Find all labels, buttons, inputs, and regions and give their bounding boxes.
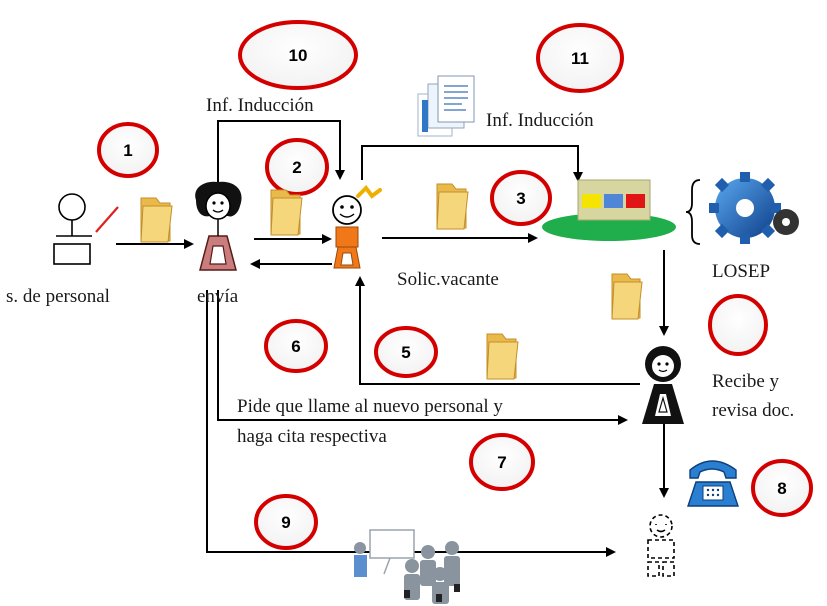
label-pide-line2: haga cita respectiva — [237, 426, 387, 447]
step-number: 5 — [401, 343, 410, 362]
step-ring-9: 9 — [254, 494, 318, 550]
gear-icon — [685, 172, 799, 245]
folder-icon — [436, 183, 469, 230]
documents-icon — [417, 75, 475, 137]
arrow-inf-induccion-11 — [361, 145, 583, 182]
woman-icon — [195, 181, 242, 271]
step-ring-8: 8 — [751, 459, 813, 517]
step-number: 1 — [123, 141, 132, 160]
arrow-officer-to-worker-5 — [355, 276, 640, 385]
officer-icon — [642, 346, 684, 424]
step-number: 3 — [516, 189, 525, 208]
label-recibe-line1: Recibe y — [712, 371, 780, 392]
label-solic-vacante: Solic.vacante — [397, 269, 499, 290]
folder-icon — [140, 197, 173, 243]
phone-icon — [687, 460, 739, 507]
step-ring-2: 2 — [265, 138, 329, 196]
step-number: 10 — [289, 46, 308, 65]
smiley-worker-icon — [332, 184, 382, 269]
folder-icon — [611, 273, 643, 320]
arrow-pide-7 — [217, 290, 628, 425]
step-number: 11 — [571, 49, 589, 68]
step-number: 2 — [292, 158, 301, 177]
label-sender: s. de personal — [6, 286, 110, 307]
arrow-inf-induccion-10 — [217, 120, 345, 186]
connectors — [116, 120, 669, 557]
step-number: 8 — [777, 479, 786, 498]
label-losep: LOSEP — [712, 261, 770, 282]
training-icon — [354, 529, 460, 604]
label-inf-induccion-10: Inf. Inducción — [206, 95, 314, 116]
step-number: 7 — [497, 453, 506, 472]
label-recibe-line2: revisa doc. — [712, 400, 794, 421]
folder-icon — [270, 189, 303, 236]
step-number: 9 — [281, 513, 290, 532]
step-ring-6: 6 — [264, 319, 328, 373]
step-ring-5: 5 — [374, 326, 438, 378]
step-ring-11: 11 — [536, 23, 624, 93]
folder-icon — [486, 333, 519, 380]
step-number: 6 — [291, 337, 300, 356]
step-ring-4 — [708, 294, 768, 356]
step-ring-10: 10 — [238, 20, 358, 90]
step-ring-3: 3 — [490, 170, 552, 226]
label-pide-line1: Pide que llame al nuevo personal y — [237, 396, 503, 417]
arrow-training-9 — [206, 290, 616, 557]
label-inf-induccion-11: Inf. Inducción — [486, 110, 594, 131]
new-person-icon — [647, 514, 675, 577]
office-icon — [542, 179, 676, 241]
person-icon — [53, 193, 119, 265]
step-ring-7: 7 — [469, 433, 535, 491]
step-ring-1: 1 — [97, 122, 159, 178]
label-envia: envía — [197, 286, 239, 307]
